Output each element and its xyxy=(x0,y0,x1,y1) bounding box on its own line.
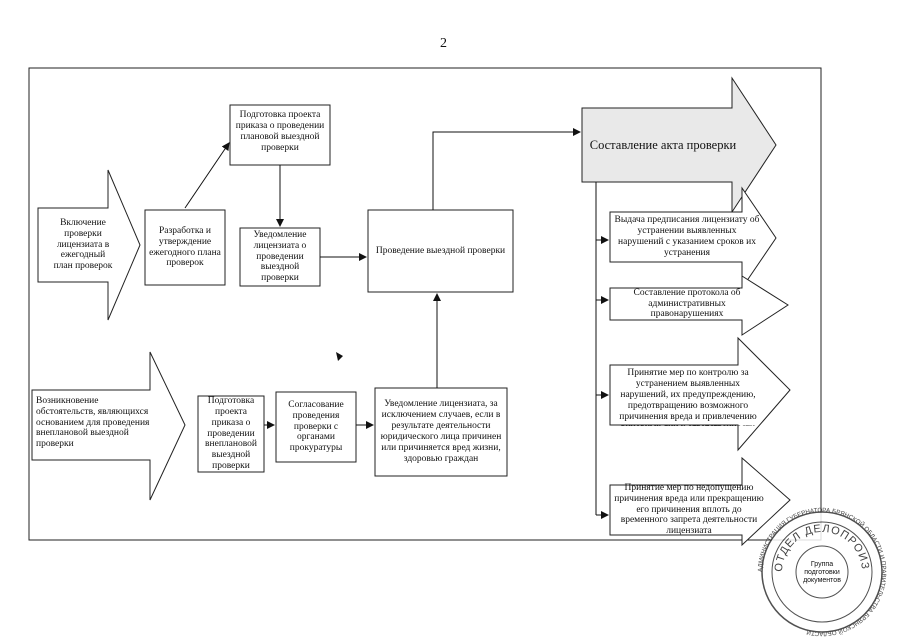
inspection-label: Проведение выездной проверки xyxy=(375,245,506,256)
plan-development-box xyxy=(144,209,226,286)
plan-development-label: Разработка и утверждение ежегодного план… xyxy=(149,225,221,269)
outcome-label-4: Принятие мер по недопущению причинения в… xyxy=(614,482,764,537)
act-arrow xyxy=(581,76,777,214)
prosecutor-approval-label: Согласование проведения проверки с орган… xyxy=(288,399,344,454)
outcome-label-1: Выдача предписания лицензиату об устране… xyxy=(614,215,760,258)
page-number: 2 xyxy=(440,36,447,51)
stray-mark xyxy=(336,352,343,361)
start-planned-label: Включение проверки лицензиата в ежегодны… xyxy=(53,217,113,272)
connector-inspection-to-act xyxy=(432,128,581,210)
planned-order-box xyxy=(229,104,331,166)
planned-notice-label: Уведомление лицензиата о проведении выез… xyxy=(253,229,307,284)
outcome-arrow-3 xyxy=(609,336,791,452)
start-planned-arrow xyxy=(37,169,141,321)
outcome-arrow-1 xyxy=(609,186,777,290)
stamp-center-text: Группа подготовки документов xyxy=(803,560,841,585)
connector-plan-to-order xyxy=(184,142,230,209)
outcome-arrow-4 xyxy=(609,456,791,547)
planned-order-label: Подготовка проекта приказа о проведении … xyxy=(235,110,325,153)
start-unplanned-label: Возникновение обстоятельств, являющихся … xyxy=(36,395,150,450)
planned-notice-box xyxy=(239,227,321,287)
act-label: Составление акта проверки xyxy=(589,137,737,152)
unplanned-notice-label: Уведомление лицензиата, за исключением с… xyxy=(380,399,502,464)
prosecutor-approval-box xyxy=(275,391,357,463)
unplanned-order-label: Подготовка проекта приказа о проведении … xyxy=(205,395,257,472)
unplanned-notice-box xyxy=(374,387,508,477)
unplanned-order-box xyxy=(197,395,265,473)
start-unplanned-arrow xyxy=(31,351,186,501)
diagram-frame xyxy=(28,67,822,541)
outcome-label-2: Составление протокола об административны… xyxy=(633,287,741,320)
outcome-label-3: Принятие мер по контролю за устранением … xyxy=(619,368,757,426)
inspection-box xyxy=(367,209,514,293)
outcome-arrow-2 xyxy=(609,275,789,336)
